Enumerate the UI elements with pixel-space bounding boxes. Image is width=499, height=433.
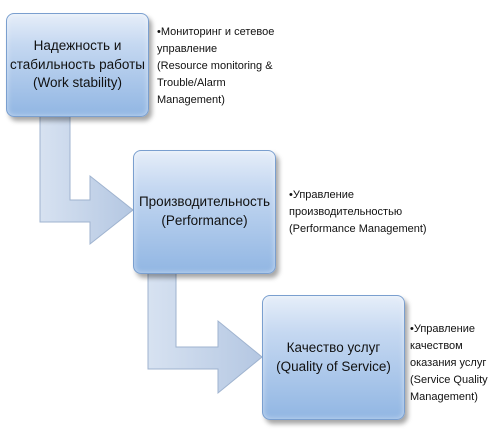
- description-line: качеством: [410, 340, 463, 353]
- stage-description-service-quality: •Управление качеством оказания услуг (Se…: [410, 321, 488, 406]
- description-line: управление: [157, 43, 218, 56]
- description-line: Management): [410, 391, 478, 404]
- stage-box-performance: Производительность (Performance): [133, 150, 276, 274]
- stage-description-monitoring: •Мониторинг и сетевое управление (Resour…: [157, 24, 274, 109]
- description-line: •Мониторинг и сетевое: [157, 26, 275, 38]
- stage-box-work-stability: Надежность и стабильность работы (Work s…: [6, 13, 149, 117]
- stage-description-performance: •Управление производительностью (Perform…: [289, 187, 427, 238]
- arrow-2-to-3: [147, 271, 263, 395]
- stage-box-quality-of-service: Качество услуг (Quality of Service): [262, 295, 405, 420]
- stage-title-line: (Performance): [161, 213, 248, 228]
- description-line: •Управление: [289, 189, 355, 201]
- description-line: Trouble/Alarm: [157, 77, 226, 90]
- description-line: Management): [157, 94, 225, 107]
- stage-title-line: (Quality of Service): [276, 358, 391, 374]
- stage-title-line: (Work stability): [32, 75, 122, 91]
- stage-title-line: Надежность и: [33, 37, 122, 53]
- arrow-1-to-2: [39, 114, 134, 246]
- description-line: оказания услуг: [410, 357, 487, 370]
- description-line: производительностью: [289, 206, 403, 219]
- description-line: (Performance Management): [289, 223, 427, 236]
- stage-title-line: Производительность: [138, 194, 271, 210]
- description-line: •Управление: [410, 323, 476, 335]
- description-line: (Service Quality: [410, 374, 488, 387]
- stage-title-line: стабильность работы: [10, 56, 145, 72]
- description-line: (Resource monitoring &: [157, 60, 273, 73]
- stage-title-line: Качество услуг: [286, 339, 381, 355]
